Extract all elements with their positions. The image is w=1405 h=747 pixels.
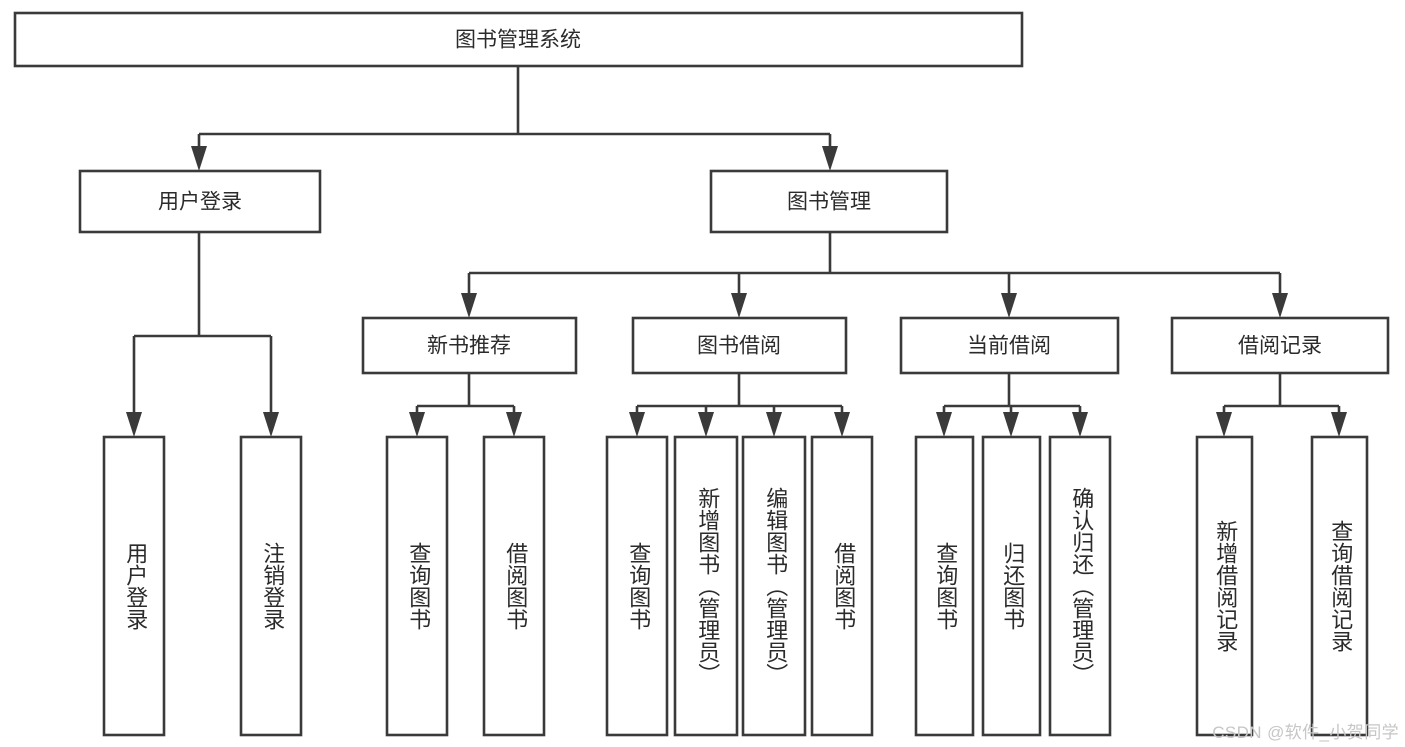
arrow-head-leaf-borrow-book-1 bbox=[506, 412, 522, 437]
arrow-head-leaf-add-record bbox=[1216, 412, 1232, 437]
arrow-head-book-borrow bbox=[731, 293, 747, 318]
node-current-borrow[interactable]: 当前借阅 bbox=[899, 316, 1120, 375]
arrow-head-leaf-edit-book bbox=[766, 412, 782, 437]
node-leaf-edit-book-rect[interactable] bbox=[741, 435, 807, 737]
connector-group-book-management bbox=[461, 232, 1288, 318]
node-book-borrow-rect[interactable] bbox=[631, 316, 848, 375]
node-leaf-query-book-3[interactable]: 查询图书 bbox=[914, 435, 975, 737]
node-leaf-add-book-rect[interactable] bbox=[673, 435, 739, 737]
node-borrow-record-rect[interactable] bbox=[1170, 316, 1390, 375]
node-leaf-add-book[interactable]: 新增图书（管理员） bbox=[673, 435, 739, 737]
node-leaf-query-book-3-label: 查询图书 bbox=[933, 542, 958, 630]
arrow-head-leaf-query-book-2 bbox=[629, 412, 645, 437]
node-leaf-query-record-rect[interactable] bbox=[1310, 435, 1369, 737]
node-leaf-borrow-book-2[interactable]: 借阅图书 bbox=[810, 435, 874, 737]
node-user-login[interactable]: 用户登录 bbox=[78, 169, 322, 234]
connector-group-book-borrow bbox=[629, 373, 850, 437]
arrow-head-leaf-add-book bbox=[698, 412, 714, 437]
node-leaf-confirm-return-label: 确认归还（管理员） bbox=[1069, 487, 1094, 685]
connector-group-borrow-record bbox=[1216, 373, 1347, 437]
connector-group-new-book-recommend bbox=[409, 373, 522, 437]
connector-group-current-borrow bbox=[936, 373, 1088, 437]
node-user-login-label: 用户登录 bbox=[158, 191, 242, 214]
arrow-head-leaf-return-book bbox=[1003, 412, 1019, 437]
node-leaf-return-book-label: 归还图书 bbox=[1000, 542, 1025, 630]
node-root-label: 图书管理系统 bbox=[455, 29, 581, 52]
node-leaf-borrow-book-1-rect[interactable] bbox=[482, 435, 546, 737]
node-leaf-add-record[interactable]: 新增借阅记录 bbox=[1195, 435, 1254, 737]
node-user-login-rect[interactable] bbox=[78, 169, 322, 234]
node-borrow-record[interactable]: 借阅记录 bbox=[1170, 316, 1390, 375]
node-leaf-borrow-book-2-rect[interactable] bbox=[810, 435, 874, 737]
node-leaf-user-login-label: 用户登录 bbox=[123, 542, 148, 630]
node-new-book-recommend[interactable]: 新书推荐 bbox=[361, 316, 578, 375]
node-leaf-query-book-1-rect[interactable] bbox=[385, 435, 449, 737]
node-leaf-add-record-rect[interactable] bbox=[1195, 435, 1254, 737]
arrow-head-new-book-recommend bbox=[461, 293, 477, 318]
arrow-head-leaf-borrow-book-2 bbox=[834, 412, 850, 437]
node-leaf-confirm-return[interactable]: 确认归还（管理员） bbox=[1048, 435, 1112, 737]
node-book-management[interactable]: 图书管理 bbox=[709, 169, 949, 234]
node-leaf-query-record-label: 查询借阅记录 bbox=[1328, 520, 1353, 652]
arrow-head-leaf-logout bbox=[263, 412, 279, 437]
node-leaf-add-record-label: 新增借阅记录 bbox=[1213, 520, 1238, 652]
node-leaf-return-book-rect[interactable] bbox=[981, 435, 1042, 737]
node-leaf-query-record[interactable]: 查询借阅记录 bbox=[1310, 435, 1369, 737]
node-borrow-record-label: 借阅记录 bbox=[1238, 335, 1322, 358]
connector-group-user-login bbox=[126, 232, 279, 437]
node-leaf-borrow-book-1-label: 借阅图书 bbox=[503, 542, 528, 630]
arrow-head-book-management bbox=[822, 146, 838, 171]
node-leaf-query-book-1[interactable]: 查询图书 bbox=[385, 435, 449, 737]
arrow-head-leaf-confirm-return bbox=[1072, 412, 1088, 437]
node-leaf-edit-book[interactable]: 编辑图书（管理员） bbox=[741, 435, 807, 737]
node-leaf-user-login[interactable]: 用户登录 bbox=[102, 435, 166, 737]
arrow-head-leaf-query-book-1 bbox=[409, 412, 425, 437]
node-leaf-logout-rect[interactable] bbox=[239, 435, 303, 737]
node-leaf-borrow-book-1[interactable]: 借阅图书 bbox=[482, 435, 546, 737]
node-current-borrow-label: 当前借阅 bbox=[967, 335, 1051, 358]
node-leaf-query-book-2-label: 查询图书 bbox=[626, 542, 651, 630]
node-leaf-logout[interactable]: 注销登录 bbox=[239, 435, 303, 737]
node-book-management-rect[interactable] bbox=[709, 169, 949, 234]
node-root[interactable]: 图书管理系统 bbox=[13, 11, 1024, 68]
node-leaf-query-book-1-label: 查询图书 bbox=[406, 542, 431, 630]
node-leaf-query-book-3-rect[interactable] bbox=[914, 435, 975, 737]
node-new-book-recommend-label: 新书推荐 bbox=[427, 335, 511, 358]
node-leaf-logout-label: 注销登录 bbox=[260, 542, 285, 630]
node-leaf-confirm-return-rect[interactable] bbox=[1048, 435, 1112, 737]
arrow-head-leaf-query-record bbox=[1331, 412, 1347, 437]
node-book-borrow-label: 图书借阅 bbox=[697, 335, 781, 358]
arrow-head-leaf-user-login bbox=[126, 412, 142, 437]
arrow-head-borrow-record bbox=[1272, 293, 1288, 318]
node-book-management-label: 图书管理 bbox=[787, 191, 871, 214]
arrow-head-current-borrow bbox=[1001, 293, 1017, 318]
node-new-book-recommend-rect[interactable] bbox=[361, 316, 578, 375]
node-current-borrow-rect[interactable] bbox=[899, 316, 1120, 375]
arrow-head-leaf-query-book-3 bbox=[936, 412, 952, 437]
connector-group-root bbox=[191, 66, 838, 171]
node-leaf-borrow-book-2-label: 借阅图书 bbox=[831, 542, 856, 630]
node-leaf-edit-book-label: 编辑图书（管理员） bbox=[763, 487, 788, 685]
node-leaf-add-book-label: 新增图书（管理员） bbox=[695, 487, 720, 685]
csdn-watermark: CSDN @软件_小贺同学 bbox=[1212, 723, 1399, 742]
node-root-rect[interactable] bbox=[13, 11, 1024, 68]
node-leaf-query-book-2[interactable]: 查询图书 bbox=[605, 435, 669, 737]
node-book-borrow[interactable]: 图书借阅 bbox=[631, 316, 848, 375]
arrow-head-user-login bbox=[191, 146, 207, 171]
node-leaf-user-login-rect[interactable] bbox=[102, 435, 166, 737]
node-leaf-query-book-2-rect[interactable] bbox=[605, 435, 669, 737]
node-leaf-return-book[interactable]: 归还图书 bbox=[981, 435, 1042, 737]
